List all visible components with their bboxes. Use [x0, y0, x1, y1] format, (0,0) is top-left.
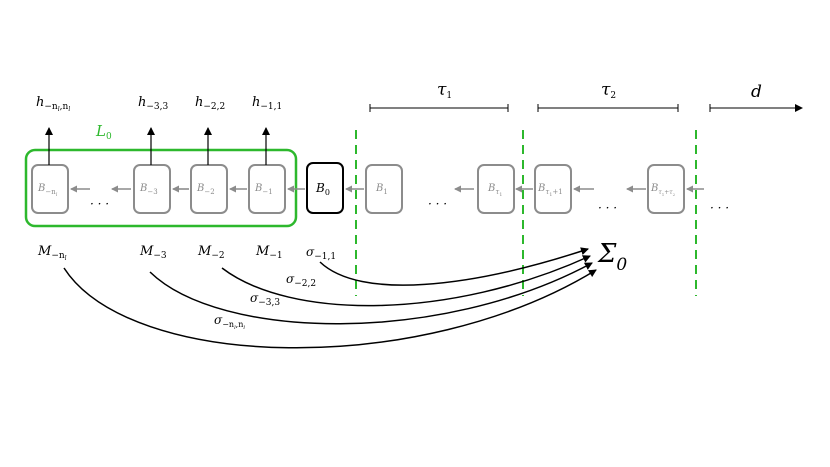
m-label-neg-1: M−1 [255, 244, 283, 261]
curve-sigma-neg-nl-nl [63, 267, 597, 349]
h-label-neg-2: h−2,2 [195, 95, 225, 112]
dots-tau2: · · · [598, 201, 617, 215]
h-label-neg-1: h−1,1 [252, 95, 282, 112]
block-b-neg-nl [31, 164, 69, 214]
block-b-neg-1-label: B−1 [254, 183, 273, 196]
future-blocks: B1 Bτ1 Bτ1+1 Bτ1+τ2 [365, 164, 685, 214]
tau2-span: τ2 [537, 80, 679, 112]
block-b-tau1-plus-tau2-label: Bτ1+τ2 [650, 183, 676, 197]
curve-sigma-neg-3-3 [149, 262, 593, 325]
history-window-label: L0 [95, 122, 112, 142]
block-b-neg-2 [190, 164, 228, 214]
h-label-neg-3: h−3,3 [138, 95, 169, 112]
d-span: d [709, 82, 803, 112]
curve-sigma-neg-1-1 [319, 247, 589, 286]
block-b0 [306, 162, 344, 214]
block-b-neg-1 [248, 164, 286, 214]
tau2-label: τ2 [601, 80, 616, 101]
sigma-label-neg-3-3: σ−3,3 [250, 291, 280, 308]
history-window-box [24, 148, 298, 228]
sigma-label-neg-2-2: σ−2,2 [286, 272, 316, 289]
h-label-neg-nl: h−nl,nl [36, 95, 70, 113]
block-b-tau1 [477, 164, 515, 214]
dots-d: · · · [710, 201, 729, 215]
block-b-tau1-plus-tau2 [647, 164, 685, 214]
block-b-tau1-plus-1-label: Bτ1+1 [537, 183, 563, 198]
tau1-span: τ1 [369, 80, 509, 112]
m-label-neg-nl: M−nl [37, 244, 67, 262]
sigma-label-neg-1-1: σ−1,1 [306, 245, 336, 262]
block-b1 [365, 164, 403, 214]
block-b-neg-2-label: B−2 [196, 183, 215, 196]
m-label-neg-3: M−3 [139, 244, 167, 261]
dots-history: · · · [90, 197, 109, 211]
m-label-neg-2: M−2 [197, 244, 225, 261]
block-b-neg-3-label: B−3 [139, 183, 158, 196]
block-b-neg-nl-label: B−nl [37, 183, 58, 198]
sigma-label-neg-nl-nl: σ−nl,nl [214, 313, 245, 331]
sigma-0-label: Σ0 [597, 239, 627, 275]
sigma-curves [63, 247, 597, 349]
tau1-label: τ1 [437, 80, 452, 101]
block-b-neg-3 [133, 164, 171, 214]
block-b1-label: B1 [375, 183, 388, 196]
block-b0-label: B0 [315, 181, 330, 197]
block-b-tau1-plus-1 [534, 164, 572, 214]
history-blocks: B−nl B−3 B−2 B−1 [31, 164, 286, 214]
output-arrows [45, 127, 270, 165]
dots-tau1: · · · [428, 197, 447, 211]
block-b-tau1-label: Bτ1 [487, 183, 502, 198]
d-label: d [751, 82, 762, 102]
curve-sigma-neg-2-2 [221, 255, 591, 307]
